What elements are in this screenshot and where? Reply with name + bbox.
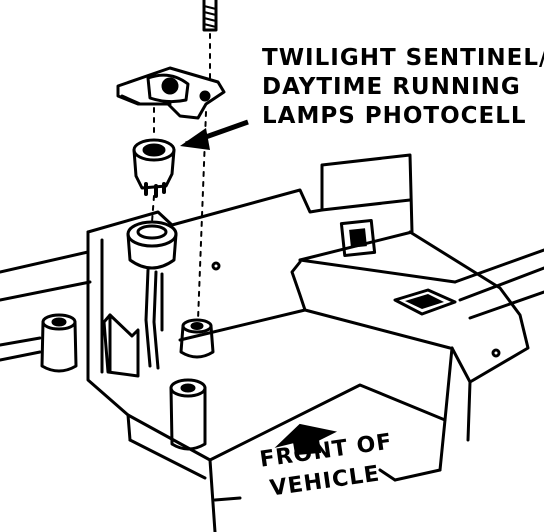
photocell-callout: TWILIGHT SENTINEL/ DAYTIME RUNNING LAMPS… <box>262 44 544 131</box>
front-arrow-icon <box>274 423 338 456</box>
square-window <box>339 219 377 257</box>
ramp-slot <box>393 288 457 316</box>
leader-arrow <box>180 119 249 150</box>
callout-line-3: LAMPS PHOTOCELL <box>262 103 527 129</box>
callout-line-1: TWILIGHT SENTINEL/ <box>262 45 544 71</box>
bolt-hole-left <box>211 261 221 271</box>
photocell-socket <box>126 220 178 270</box>
photocell-cover <box>116 66 226 120</box>
bracket-housing <box>86 153 530 532</box>
mounting-post-left <box>40 313 78 373</box>
connector-clip <box>102 313 140 378</box>
wire-harness <box>144 268 164 370</box>
right-panel-rails <box>453 248 544 320</box>
screw-icon <box>202 0 218 32</box>
mounting-post-center <box>179 318 215 359</box>
photocell <box>132 138 176 198</box>
bolt-hole-right <box>491 348 501 358</box>
callout-line-2: DAYTIME RUNNING <box>262 74 521 100</box>
left-panel-rails <box>0 250 92 362</box>
square-window-inner <box>349 228 367 248</box>
mounting-post-front <box>169 378 207 451</box>
